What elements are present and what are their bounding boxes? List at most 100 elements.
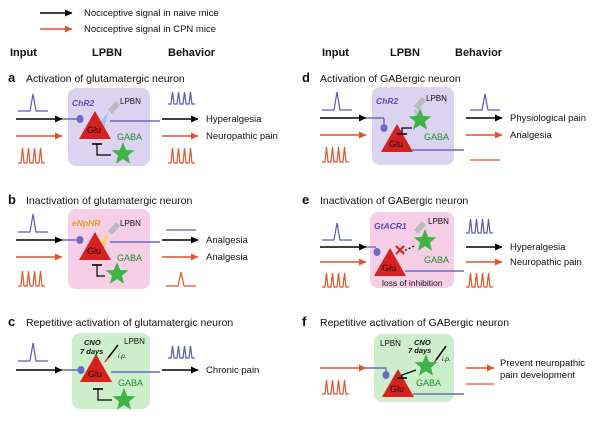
legend-naive-label: Nociceptive signal in naive mice bbox=[84, 8, 219, 19]
panel-d-synapse bbox=[380, 124, 388, 132]
header-behavior-right: Behavior bbox=[455, 47, 503, 59]
panel-d: d Activation of GABergic neuron ChR2 LPB… bbox=[302, 70, 586, 165]
header-lpbn-right: LPBN bbox=[390, 47, 420, 59]
panel-a-synapse bbox=[76, 115, 84, 123]
panel-e-fiber bbox=[414, 221, 426, 234]
panel-a-output-top: Hyperalgesia bbox=[206, 114, 262, 125]
panel-f-gaba-label: GABA bbox=[416, 378, 441, 388]
panel-f-title: Repetitive activation of GABergic neuron bbox=[320, 317, 509, 329]
panel-a-title: Activation of glutamatergic neuron bbox=[26, 73, 185, 85]
panel-f-cno: CNO bbox=[414, 338, 431, 347]
panel-f-input-burst bbox=[322, 379, 349, 395]
panel-a-output-burst-cpn bbox=[168, 147, 195, 164]
panel-c-synapse bbox=[77, 366, 85, 374]
panel-b-inhibit-line bbox=[96, 265, 105, 277]
panel-b-output-single-cpn bbox=[166, 271, 196, 287]
panel-c-output: Chronic pain bbox=[206, 365, 259, 376]
panel-b-glu-label: Glu bbox=[87, 246, 101, 256]
panel-f-axon-in bbox=[366, 367, 387, 372]
panel-c-cno: CNO bbox=[84, 338, 101, 347]
panel-d-opsin: ChR2 bbox=[376, 96, 398, 106]
column-headers: Input LPBN Behavior Input LPBN Behavior bbox=[10, 47, 503, 59]
panel-a-output-burst-naive bbox=[168, 91, 195, 105]
panel-f-output-line1: Prevent neuropathic bbox=[500, 358, 585, 369]
header-behavior-left: Behavior bbox=[168, 47, 216, 59]
panel-a: a Activation of glutamatergic neuron ChR… bbox=[8, 70, 278, 166]
panel-f-cno-days: 7 days bbox=[408, 346, 431, 355]
panel-b-lpbn-box bbox=[68, 209, 150, 289]
panel-f-synapse bbox=[382, 371, 390, 379]
panel-f-glu-label: Glu bbox=[390, 384, 404, 394]
panel-f-letter: f bbox=[302, 314, 307, 329]
panel-d-output-top: Physiological pain bbox=[510, 113, 586, 124]
panel-d-title: Activation of GABergic neuron bbox=[320, 73, 461, 85]
panel-e-letter: e bbox=[302, 192, 309, 207]
panel-f-ip: i.p. bbox=[442, 356, 451, 363]
panel-d-inhibit-line bbox=[401, 127, 412, 134]
panel-d-input-pulse bbox=[322, 91, 352, 111]
panel-e-glu-label: Glu bbox=[382, 263, 396, 273]
panel-c-title: Repetitive activation of glutamatergic n… bbox=[26, 317, 233, 329]
panel-c-lpbn-box bbox=[72, 333, 150, 409]
panel-d-gaba-label: GABA bbox=[424, 132, 449, 142]
panel-a-glu-label: Glu bbox=[87, 125, 101, 135]
panel-c-lpbn-label: LPBN bbox=[124, 337, 145, 346]
panel-b-letter: b bbox=[8, 192, 16, 207]
legend-cpn-label: Nociceptive signal in CPN mice bbox=[84, 24, 216, 35]
panel-a-inhibit-line bbox=[96, 144, 111, 156]
panel-b-output-bottom: Analgesia bbox=[206, 252, 248, 263]
panel-a-gaba-label: GABA bbox=[117, 132, 142, 142]
panel-c-syringe bbox=[107, 344, 119, 359]
panel-a-fiber bbox=[108, 101, 120, 114]
panel-a-input-pulse bbox=[18, 93, 48, 112]
panel-e-synapse bbox=[373, 248, 381, 256]
panel-e: e Inactivation of GABergic neuron GtACR1… bbox=[302, 192, 582, 288]
panel-e-gaba-label: GABA bbox=[424, 255, 449, 265]
panel-e-input-burst bbox=[322, 272, 349, 288]
panel-c-inhibit-line bbox=[97, 389, 112, 401]
panel-b-opsin: eNpHR bbox=[72, 218, 101, 228]
panel-a-letter: a bbox=[8, 70, 16, 85]
panel-e-lpbn-label: LPBN bbox=[428, 217, 449, 226]
panel-b-title: Inactivation of glutamatergic neuron bbox=[26, 195, 193, 207]
panel-a-opsin: ChR2 bbox=[72, 98, 94, 108]
panel-c-letter: c bbox=[8, 314, 15, 329]
header-input-left: Input bbox=[10, 47, 37, 59]
panel-b: b Inactivation of glutamatergic neuron e… bbox=[8, 192, 248, 289]
panel-b-gaba-label: GABA bbox=[117, 253, 142, 263]
panel-d-fiber bbox=[414, 97, 426, 110]
panel-a-lpbn-label: LPBN bbox=[120, 97, 141, 106]
header-input-right: Input bbox=[322, 47, 349, 59]
panel-d-input-burst bbox=[322, 146, 349, 163]
panel-c-glu-label: Glu bbox=[88, 369, 102, 379]
panel-e-title: Inactivation of GABergic neuron bbox=[320, 195, 468, 207]
panel-b-input-pulse bbox=[18, 213, 48, 233]
panel-c-needle bbox=[104, 357, 109, 363]
panel-c-input-pulse bbox=[18, 342, 48, 362]
panel-b-fiber bbox=[108, 222, 120, 235]
panel-e-block-x bbox=[395, 245, 405, 255]
panel-e-input-pulse bbox=[322, 222, 352, 241]
panel-c-cno-days: 7 days bbox=[80, 347, 103, 356]
panel-b-output-top: Analgesia bbox=[206, 235, 248, 246]
panel-e-output-burst-cpn bbox=[466, 272, 493, 288]
panel-d-glu-label: Glu bbox=[389, 139, 403, 149]
panel-d-lpbn-label: LPBN bbox=[426, 94, 447, 103]
panel-d-output-bottom: Analgesia bbox=[510, 130, 552, 141]
panel-f-syringe bbox=[435, 345, 447, 361]
panel-a-input-burst bbox=[18, 147, 45, 164]
panel-e-output-bottom: Neuropathic pain bbox=[510, 257, 582, 268]
panel-d-output-pulse bbox=[470, 93, 500, 111]
panel-f-output-line2: pain development bbox=[500, 370, 575, 381]
panel-c-ip: i.p. bbox=[118, 353, 127, 360]
panel-a-lpbn-box bbox=[68, 88, 150, 166]
panel-f-inhibit-line bbox=[401, 369, 417, 378]
panel-e-output-top: Hyperalgesia bbox=[510, 242, 566, 253]
legend: Nociceptive signal in naive mice Nocicep… bbox=[40, 8, 219, 35]
panel-c: c Repetitive activation of glutamatergic… bbox=[8, 314, 259, 410]
panel-b-input-burst bbox=[18, 270, 45, 287]
panel-e-opsin: GtACR1 bbox=[374, 221, 407, 231]
panel-f-lpbn-label: LPBN bbox=[380, 339, 401, 348]
panel-c-output-burst bbox=[168, 345, 195, 359]
